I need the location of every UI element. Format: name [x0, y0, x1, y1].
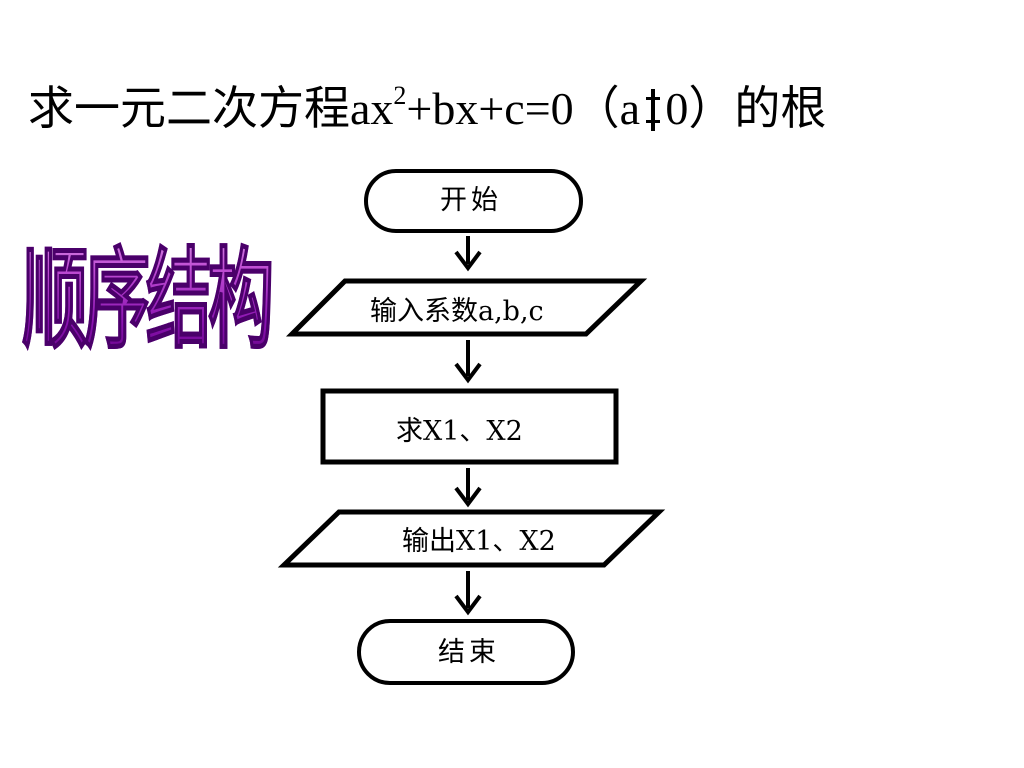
start-terminal-shape [364, 169, 583, 233]
process-label: 求X1、X2 [396, 416, 523, 447]
output-parallelogram-shape [277, 509, 666, 568]
equation-superscript: 2 [393, 81, 407, 110]
equation-part-1: ax [350, 83, 394, 134]
flow-arrow-1 [454, 236, 482, 272]
flow-arrow-2 [454, 340, 482, 384]
output-label: 输出X1、X2 [402, 526, 556, 557]
not-equal-sign: ≠ [640, 79, 665, 139]
flow-start-node: 开始 [364, 169, 583, 233]
title-suffix: 的根 [734, 81, 827, 135]
start-label: 开始 [440, 185, 502, 216]
end-terminal-shape [357, 619, 575, 685]
page-title: 求一元二次方程ax2+bx+c=0（a≠0）的根 [28, 78, 826, 139]
title-prefix: 求一元二次方程 [28, 81, 350, 135]
sequential-structure-wordart: 顺序结构 [22, 212, 275, 370]
end-label: 结束 [438, 637, 500, 668]
flow-input-node: 输入系数a,b,c [285, 278, 648, 337]
flow-end-node: 结束 [357, 619, 575, 685]
flow-arrow-4 [454, 571, 482, 616]
flow-process-node: 求X1、X2 [320, 388, 619, 465]
flow-output-node: 输出X1、X2 [277, 509, 666, 568]
process-rectangle-shape [320, 388, 619, 465]
input-parallelogram-shape [285, 278, 648, 337]
flow-arrow-3 [454, 468, 482, 508]
not-equal-mark [645, 89, 660, 131]
equation-part-2: +bx+c=0（a [406, 83, 641, 134]
title-equation: ax2+bx+c=0（a≠0） [350, 81, 735, 135]
input-label: 输入系数a,b,c [370, 296, 544, 327]
equation-part-3: 0） [665, 83, 735, 134]
